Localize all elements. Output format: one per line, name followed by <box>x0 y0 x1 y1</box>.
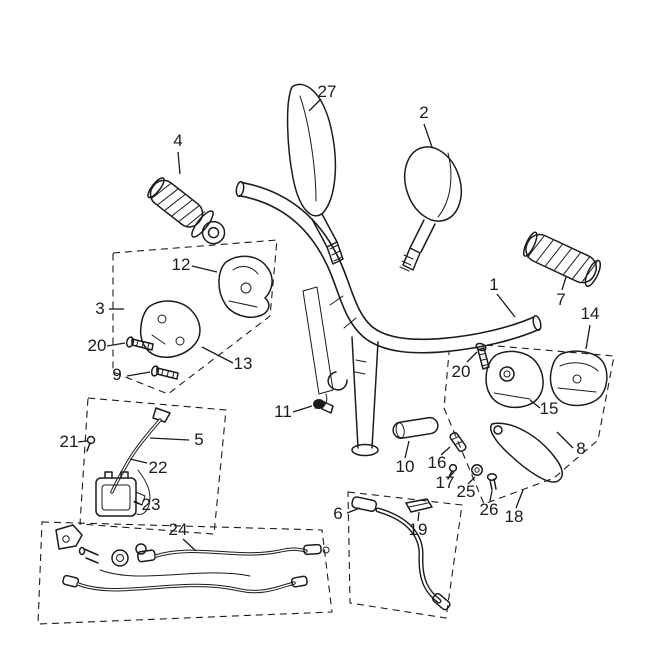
part-label-23: 23 <box>142 495 161 514</box>
part-label-6: 6 <box>333 504 342 523</box>
pin-17 <box>447 463 458 480</box>
lever-bracket <box>485 350 544 409</box>
leader-22 <box>129 458 148 464</box>
part-label-14: 14 <box>581 304 600 323</box>
part-label-19: 19 <box>409 520 428 539</box>
steering-stem <box>351 336 379 457</box>
right-mirror <box>399 146 462 272</box>
leader-lines <box>77 98 591 552</box>
part-label-20-right: 20 <box>452 362 471 381</box>
part-label-12: 12 <box>172 255 191 274</box>
leader-10 <box>404 440 410 459</box>
fastener-21 <box>86 435 96 452</box>
dashed-box-left-bracket-group <box>112 239 278 395</box>
part-label-25: 25 <box>457 482 476 501</box>
part-label-21: 21 <box>60 432 79 451</box>
wedge-19 <box>405 498 433 513</box>
part-label-26: 26 <box>480 500 499 519</box>
leader-12 <box>191 265 218 273</box>
nut-25 <box>471 464 483 476</box>
bolt-26 <box>486 473 498 491</box>
part-labels: 27 2 4 1 7 12 3 14 20 9 13 20 15 11 8 5 … <box>60 82 600 539</box>
part-label-11: 11 <box>274 402 292 421</box>
part-label-2: 2 <box>419 103 428 122</box>
cable-guide-plate <box>302 286 334 409</box>
left-mirror <box>286 83 344 265</box>
leader-2 <box>423 123 433 148</box>
pin-10 <box>392 416 439 439</box>
part-label-27: 27 <box>318 82 337 101</box>
part-label-9: 9 <box>112 365 121 384</box>
part-label-1: 1 <box>489 275 498 294</box>
part-label-16: 16 <box>428 453 447 472</box>
leader-23 <box>133 500 143 506</box>
leader-11 <box>292 405 313 413</box>
part-label-10: 10 <box>396 457 415 476</box>
leader-24 <box>182 538 197 552</box>
part-label-24: 24 <box>169 520 188 539</box>
leader-9 <box>126 371 151 377</box>
leader-21 <box>77 440 88 443</box>
throttle-cable <box>351 496 451 611</box>
leader-26 <box>489 490 493 502</box>
leader-27 <box>308 98 322 112</box>
leader-20-left <box>106 342 126 347</box>
left-switch-housing <box>218 255 273 318</box>
leader-4 <box>177 151 181 175</box>
part-label-5: 5 <box>194 430 203 449</box>
part-label-20-left: 20 <box>88 336 107 355</box>
part-label-15: 15 <box>540 399 559 418</box>
screw-9 <box>150 365 179 380</box>
part-label-13: 13 <box>234 354 253 373</box>
leader-19 <box>417 511 420 522</box>
leader-7 <box>561 276 567 291</box>
right-grip <box>522 231 602 287</box>
leader-14 <box>585 324 591 350</box>
clamp-ring <box>327 371 348 391</box>
leader-17 <box>449 471 455 477</box>
leader-25 <box>467 476 476 485</box>
leader-20-right <box>466 351 478 363</box>
part-label-7: 7 <box>556 290 565 309</box>
dashed-box-bottom-cable-group <box>37 521 333 625</box>
brake-lever <box>490 422 564 483</box>
relay-23 <box>95 471 146 517</box>
part-label-3: 3 <box>95 299 104 318</box>
leader-6 <box>346 507 361 514</box>
screw-20-left <box>125 336 154 351</box>
leader-13 <box>201 346 234 364</box>
control-cables <box>55 524 330 594</box>
dashed-box-right-lever-group <box>443 341 615 505</box>
part-label-18: 18 <box>505 507 524 526</box>
pin-16 <box>449 431 467 453</box>
part-label-17: 17 <box>436 473 455 492</box>
dashed-box-throttle-cable-group <box>347 491 463 619</box>
left-grip <box>147 177 226 245</box>
leader-18 <box>515 489 524 509</box>
clamp-bracket <box>139 300 201 358</box>
leader-15 <box>529 399 541 409</box>
bolt-11 <box>313 399 334 414</box>
handlebar <box>235 180 542 354</box>
right-switch-housing <box>549 350 608 407</box>
part-label-4: 4 <box>173 131 182 150</box>
part-label-22: 22 <box>149 458 168 477</box>
screw-20-right <box>475 342 490 370</box>
leader-5 <box>149 437 190 441</box>
leader-8 <box>556 431 574 449</box>
leader-16 <box>440 446 451 456</box>
part-label-8: 8 <box>576 439 585 458</box>
leader-1 <box>496 293 516 318</box>
